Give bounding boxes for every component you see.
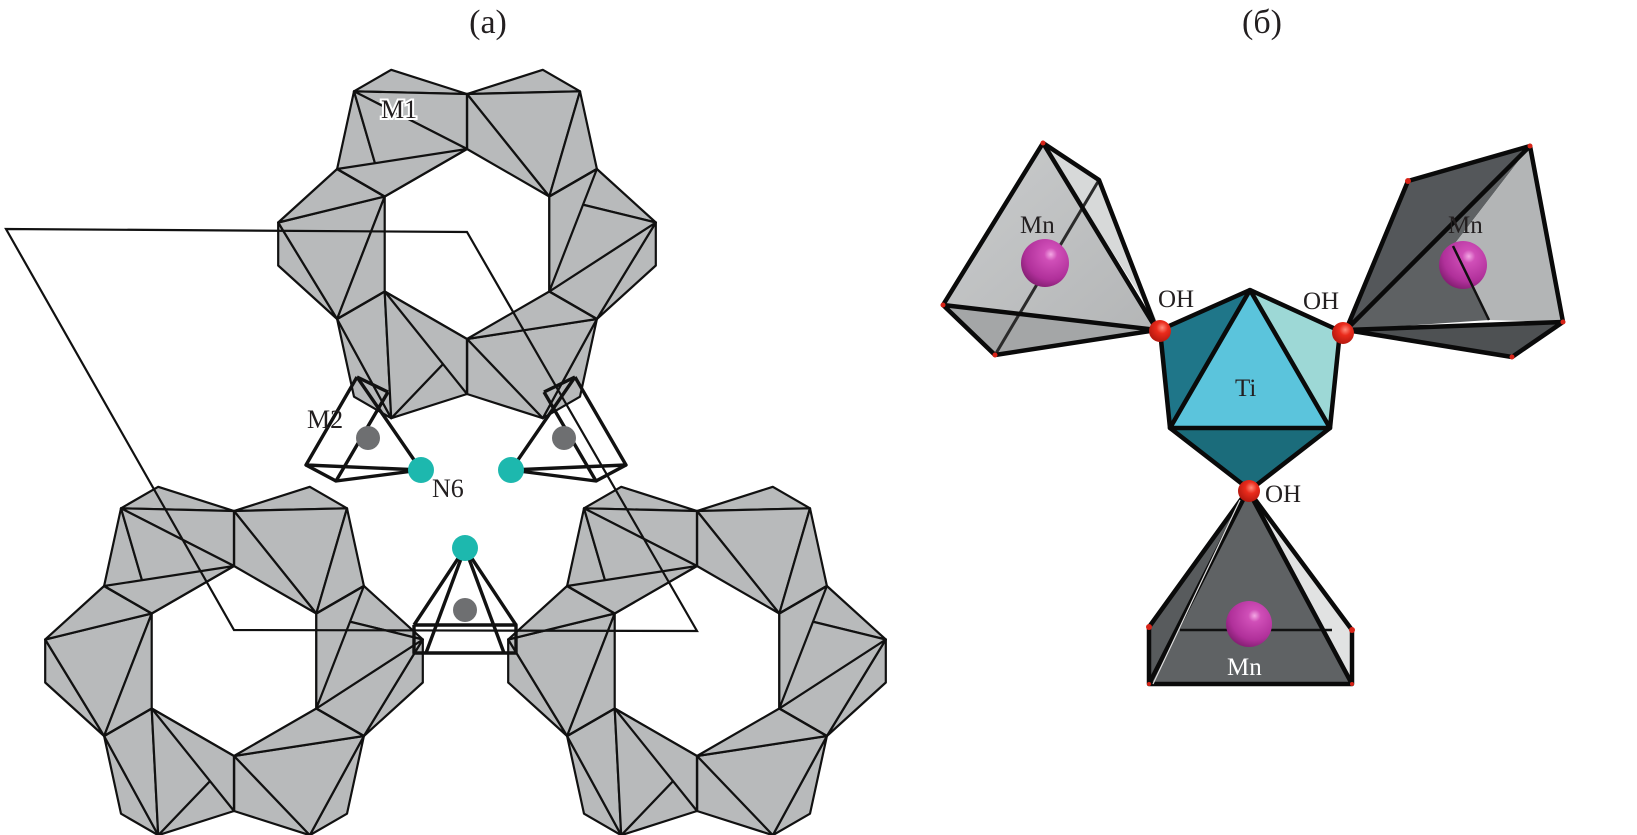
polyhedron-face <box>582 485 699 513</box>
mn-tetrahedron-left: Mn <box>940 140 1160 358</box>
polyhedron-edge <box>336 290 386 320</box>
polyhedron-face <box>352 68 469 96</box>
panel-a: (a) M1 M2 N6 <box>4 4 887 835</box>
tetra-bottom-front-face <box>1149 490 1352 684</box>
oh-atom-left <box>1149 320 1171 342</box>
n6-atom-right <box>498 457 524 483</box>
tetra-left-edges <box>940 140 1160 358</box>
m2-tetrahedron-edge <box>463 547 506 654</box>
mn-atom-left <box>1021 239 1069 287</box>
oh-atom-bottom <box>1238 480 1260 502</box>
polyhedron-face <box>119 485 236 513</box>
tetra-bottom-highlight <box>1152 499 1241 685</box>
m2-layer <box>304 375 628 655</box>
m2-tetrahedron-edge <box>595 463 627 483</box>
mn-atom-bottom <box>1226 601 1272 647</box>
ring-top <box>277 68 657 420</box>
polyhedron-edge <box>315 707 365 737</box>
ti-front-face <box>1170 290 1330 428</box>
polyhedron-edge <box>336 168 386 198</box>
ti-octahedron: Ti <box>1157 287 1343 493</box>
m2-tetrahedron-edge <box>305 463 337 483</box>
m2-tetrahedron-edge <box>356 375 389 394</box>
oh-atom-right <box>1332 322 1354 344</box>
polyhedron-edge <box>103 585 153 615</box>
polyhedron-edge <box>566 585 616 615</box>
mn-label-left: Mn <box>1020 212 1055 239</box>
m2-atom-bottom <box>453 598 477 622</box>
panel-b-label: (б) <box>1242 4 1282 41</box>
oh-label-left: OH <box>1158 286 1194 313</box>
polyhedron-face <box>695 485 812 513</box>
polyhedron-face <box>232 485 349 513</box>
n6-label: N6 <box>432 474 464 503</box>
polyhedron-edge <box>548 290 598 320</box>
polyhedron-edge <box>778 585 828 615</box>
vertex-markers <box>940 140 1566 686</box>
ti-label: Ti <box>1235 375 1256 402</box>
polyhedron-edge <box>566 707 616 737</box>
tetra-right-inner-edge <box>1451 245 1491 321</box>
polyhedron-edge <box>548 168 598 198</box>
m1-label: M1 <box>381 95 417 124</box>
m2-tetrahedron-edge <box>543 375 576 394</box>
ti-front-edges <box>1167 287 1333 431</box>
tetra-left-front-face <box>943 143 1157 330</box>
tetra-right-base-edge <box>1345 319 1564 333</box>
unit-cell-outline <box>4 227 699 633</box>
m2-tetrahedron-edge <box>424 547 467 654</box>
ring-bottom-right <box>507 485 887 835</box>
polyhedron-edge <box>315 585 365 615</box>
mn-label-right: Mn <box>1448 212 1483 239</box>
mn-label-bottom: Mn <box>1227 654 1262 681</box>
n6-atom-left <box>408 457 434 483</box>
oh-label-right: OH <box>1303 288 1339 315</box>
n6-atom-bottom <box>452 535 478 561</box>
panel-b: (б) Mn Mn <box>940 4 1566 687</box>
polyhedron-edge <box>778 707 828 737</box>
m2-atom-left <box>356 426 380 450</box>
m2-tetrahedron-edge <box>304 376 423 472</box>
polyhedron-face <box>465 68 582 96</box>
polyhedron-edge <box>103 707 153 737</box>
m2-label: M2 <box>307 405 343 434</box>
m2-tetrahedron-edge <box>412 623 518 655</box>
mn-tetrahedron-bottom: Mn <box>1146 487 1355 687</box>
ring-bottom-left <box>44 485 424 835</box>
ring-layer <box>44 68 887 835</box>
ti-bottom-face <box>1170 428 1330 490</box>
mn-tetrahedron-right: Mn <box>1343 143 1566 360</box>
tetra-bottom-edges <box>1146 487 1355 687</box>
m2-atom-right <box>552 426 576 450</box>
oh-label-bottom: OH <box>1265 481 1301 508</box>
tetra-left-bottom-face <box>943 305 1157 355</box>
m2-tetrahedron-edge <box>509 376 628 472</box>
tetra-left-edges-back <box>1041 141 1160 331</box>
tetra-right-bottom-face <box>1346 322 1563 357</box>
panel-a-label: (a) <box>469 4 507 41</box>
